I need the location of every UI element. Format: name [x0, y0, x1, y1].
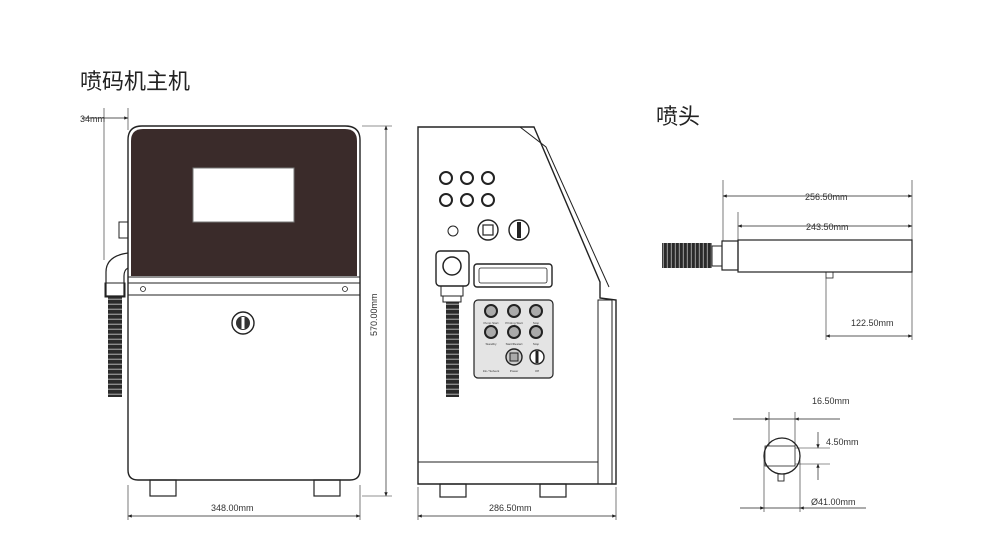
conduit-cable	[108, 297, 122, 397]
button-grid	[439, 171, 495, 207]
panel-label: Printing Start	[505, 321, 523, 325]
nozzle-end-view: 16.50mm 4.50mm Ø41.00mm	[733, 396, 866, 512]
dim-nozzle-small: 4.50mm	[826, 437, 859, 447]
dim-nozzle-offset: 122.50mm	[851, 318, 894, 328]
panel-label: Power	[510, 369, 519, 373]
control-panel: Pump Start Printing Start Stop Standby S…	[473, 299, 554, 379]
dim-nozzle-total: 256.50mm	[805, 192, 848, 202]
dim-nozzle-body: 243.50mm	[806, 222, 849, 232]
panel-label: Stop	[533, 321, 540, 325]
main-unit-title: 喷码机主机	[80, 70, 191, 95]
nozzle-side-view: 256.50mm 243.50mm 122.50mm	[662, 180, 913, 340]
dim-height: 570.00mm	[369, 293, 379, 336]
dim-nozzle-top: 16.50mm	[812, 396, 850, 406]
dim-nozzle-diameter: Ø41.00mm	[811, 497, 856, 507]
panel-label: Start/Restart	[506, 342, 523, 346]
dim-side-depth: 286.50mm	[489, 503, 532, 513]
panel-label: Pump Start	[483, 321, 498, 325]
panel-label: Ink / Solvent	[483, 369, 500, 373]
dim-handle-width: 34mm	[80, 114, 105, 124]
dim-front-width: 348.00mm	[211, 503, 254, 513]
panel-label: Off	[535, 369, 539, 373]
panel-label: Stop	[533, 342, 540, 346]
display-screen	[192, 167, 295, 223]
front-view: 34mm 570.00mm 348.00mm	[80, 108, 392, 520]
panel-label: Standby	[485, 342, 497, 346]
side-view: Pump Start Printing Start Stop Standby S…	[417, 126, 617, 520]
nozzle-title: 喷头	[656, 105, 701, 130]
